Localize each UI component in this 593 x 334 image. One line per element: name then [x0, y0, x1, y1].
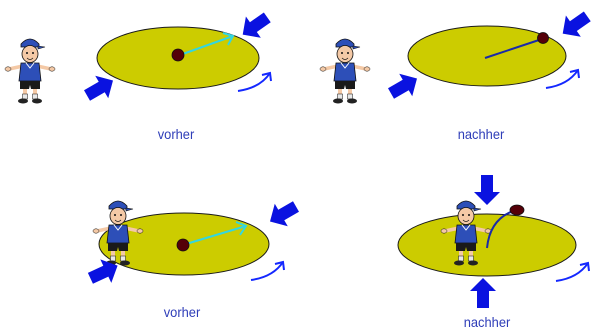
ball-icon [509, 204, 525, 216]
velocity-arrow-icon [179, 32, 235, 56]
caption-panel-1: vorher [157, 126, 195, 142]
caption-panel-4: nachher [463, 314, 511, 330]
ball-icon [171, 48, 185, 62]
force-arrow-icon [555, 5, 593, 45]
person-figure-icon [318, 37, 372, 106]
panel-2-after [318, 5, 593, 106]
panel-4-after [397, 175, 590, 308]
person-figure-icon [3, 37, 57, 106]
rotation-arrow-icon [555, 262, 590, 282]
ball-icon [176, 238, 190, 252]
ball-icon [537, 32, 549, 44]
panel-1-before [3, 6, 275, 107]
velocity-arrow-icon [185, 221, 248, 245]
rotating-disk [407, 25, 567, 87]
caption-panel-2: nachher [457, 126, 505, 142]
panel-3-before [84, 195, 303, 291]
force-arrow-icon [470, 278, 496, 308]
caption-panel-3: vorher [163, 304, 201, 320]
rotation-arrow-icon [250, 261, 285, 281]
force-arrow-icon [474, 175, 500, 205]
trajectory-line [484, 39, 540, 59]
force-arrow-icon [263, 195, 303, 233]
force-arrow-icon [384, 67, 424, 105]
